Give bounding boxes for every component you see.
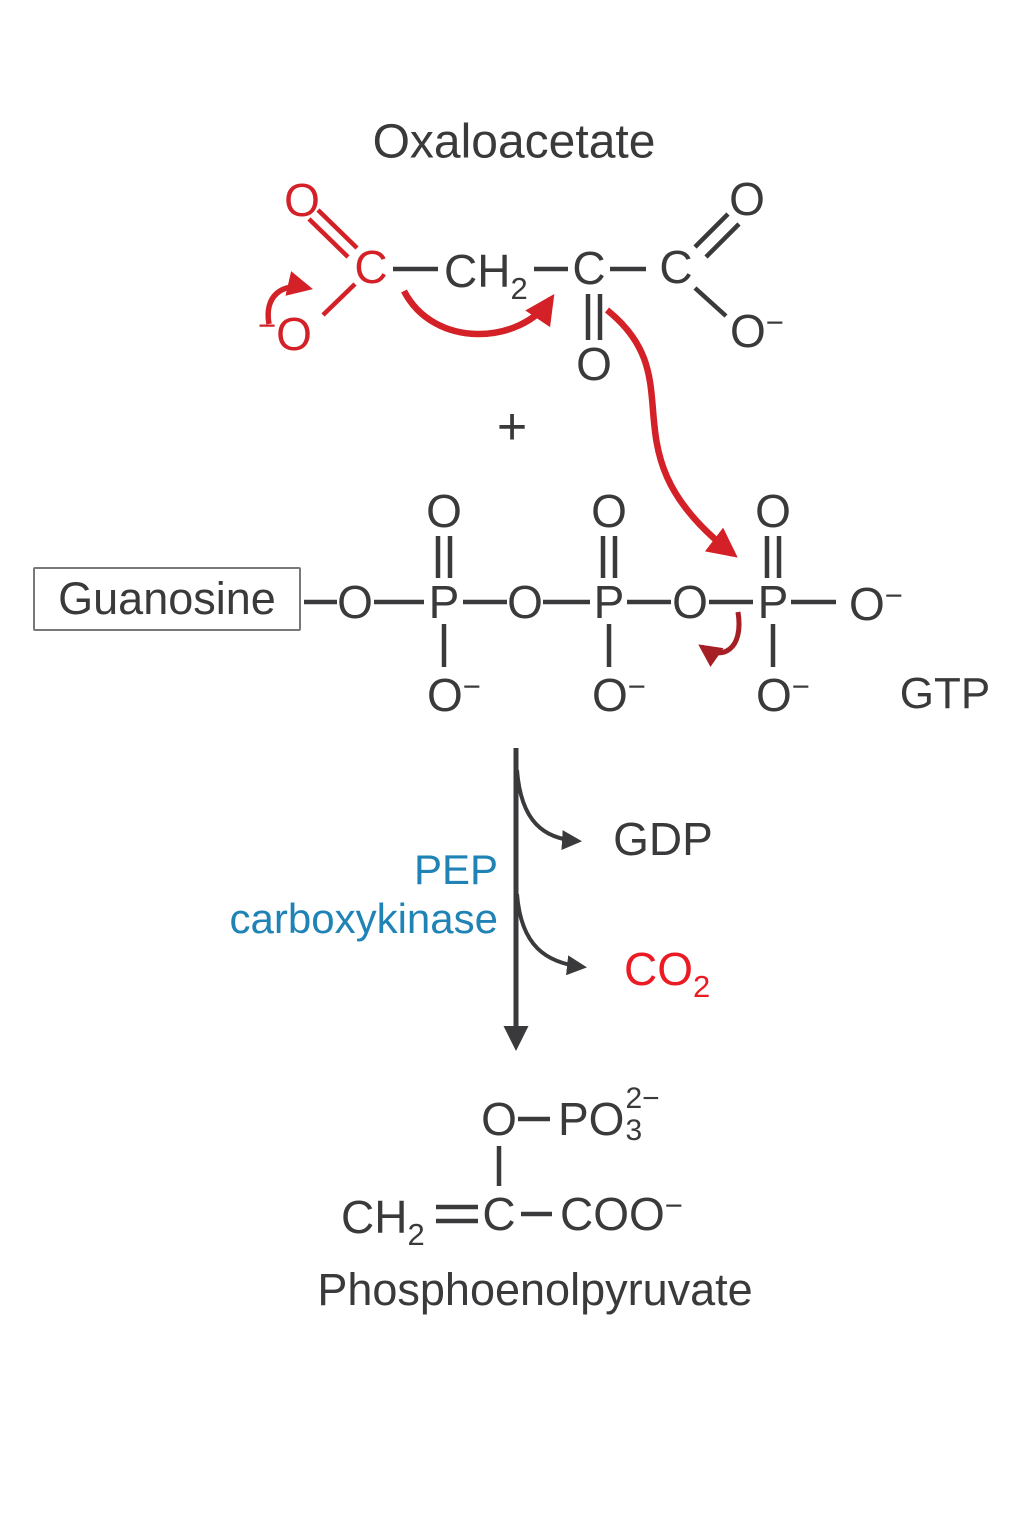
minus-charge: − [765,305,784,340]
oxygen-label: O [756,669,792,721]
gtp-label: GTP [899,669,991,718]
coo-label: COO [560,1188,665,1240]
product-co2: CO2 [624,943,710,1002]
minus-charge: − [627,669,646,704]
oxygen-label: O [427,669,463,721]
minus-charge: − [664,1188,683,1223]
bond-red-carbonyl-double-2 [307,217,350,259]
pep-ch2-group: CH2 [341,1191,425,1250]
phosphate-charge-stack: 2−3 [624,1083,666,1147]
ch-label: CH [341,1191,408,1243]
gtp-phosphorus-3: P [757,576,789,628]
gtp-p1-bottom-oxygen: O− [427,669,481,721]
curved-arrow-carbonyl-to-gamma-phosphate [604,307,738,558]
enzyme-label: PEP carboxykinase [160,845,498,943]
gtp-p2-bottom-oxygen: O− [592,669,646,721]
pep-carbon: C [482,1188,516,1240]
gtp-terminal-oxygen: O− [849,578,903,630]
ch-label: CH [444,245,511,297]
bond-c4-o-single [693,286,728,318]
oaa-carboxylate-oxygen-left: −O [258,308,312,360]
bond-red-c-o-single [321,282,357,317]
gtp-p3-bottom-oxygen: O− [756,669,810,721]
oxygen-label: O [276,308,312,360]
gtp-bridge-oxygen-1: O [337,576,373,628]
oaa-carbonyl-oxygen-left: O [284,174,320,226]
co-label: CO [624,943,693,995]
guanosine-label: Guanosine [58,573,276,624]
po-label: PO [558,1093,625,1146]
plus-sign: + [496,398,528,456]
minus-charge: − [258,308,277,343]
bond-right-carbonyl-double-2 [704,222,741,259]
gtp-bridge-oxygen-2: O [507,576,543,628]
pep-bridge-oxygen: O [481,1093,517,1145]
oaa-ketone-oxygen: O [576,338,612,390]
bond-red-carbonyl-double-1 [316,208,359,250]
curved-arrow-p-o-bond-electrons [698,611,742,667]
gtp-p1-top-oxygen: O [426,485,462,537]
pep-carboxylate-group: COO− [560,1188,683,1240]
oaa-ch2-group: CH2 [444,245,528,304]
subscript-2: 2 [407,1217,425,1252]
curved-arrow-carboxylate-electrons [265,271,313,325]
oaa-carbon-3: C [572,242,606,294]
bond-right-carbonyl-double-1 [693,212,730,249]
gtp-bridge-oxygen-3: O [672,576,708,628]
superscript-2-minus: 2− [625,1081,660,1115]
minus-charge: − [462,669,481,704]
subscript-3: 3 [625,1113,643,1147]
pep-title: Phosphoenolpyruvate [317,1264,753,1315]
curved-arrow-c1-to-carbonyl [401,289,555,338]
gtp-phosphorus-2: P [593,576,625,628]
branch-arrow-co2 [515,893,587,976]
oaa-carbon-1: C [354,241,388,293]
branch-arrow-gdp [515,769,582,851]
oaa-carbon-4: C [659,241,693,293]
enzyme-line-2: carboxykinase [229,895,498,942]
oxygen-label: O [592,669,628,721]
oaa-carbonyl-oxygen-right: O [729,173,765,225]
oxygen-label: O [730,305,766,357]
enzyme-line-1: PEP [413,846,498,893]
subscript-2: 2 [510,271,528,306]
oxaloacetate-title: Oxaloacetate [372,115,656,169]
gtp-phosphorus-1: P [428,576,460,628]
minus-charge: − [884,578,903,613]
minus-charge: − [791,669,810,704]
subscript-2: 2 [693,969,711,1004]
oaa-carboxylate-oxygen-right: O− [730,305,784,357]
guanosine-box: Guanosine [33,567,301,631]
gtp-p3-top-oxygen: O [755,485,791,537]
product-gdp: GDP [613,813,713,865]
gtp-p2-top-oxygen: O [591,485,627,537]
oxygen-label: O [849,578,885,630]
